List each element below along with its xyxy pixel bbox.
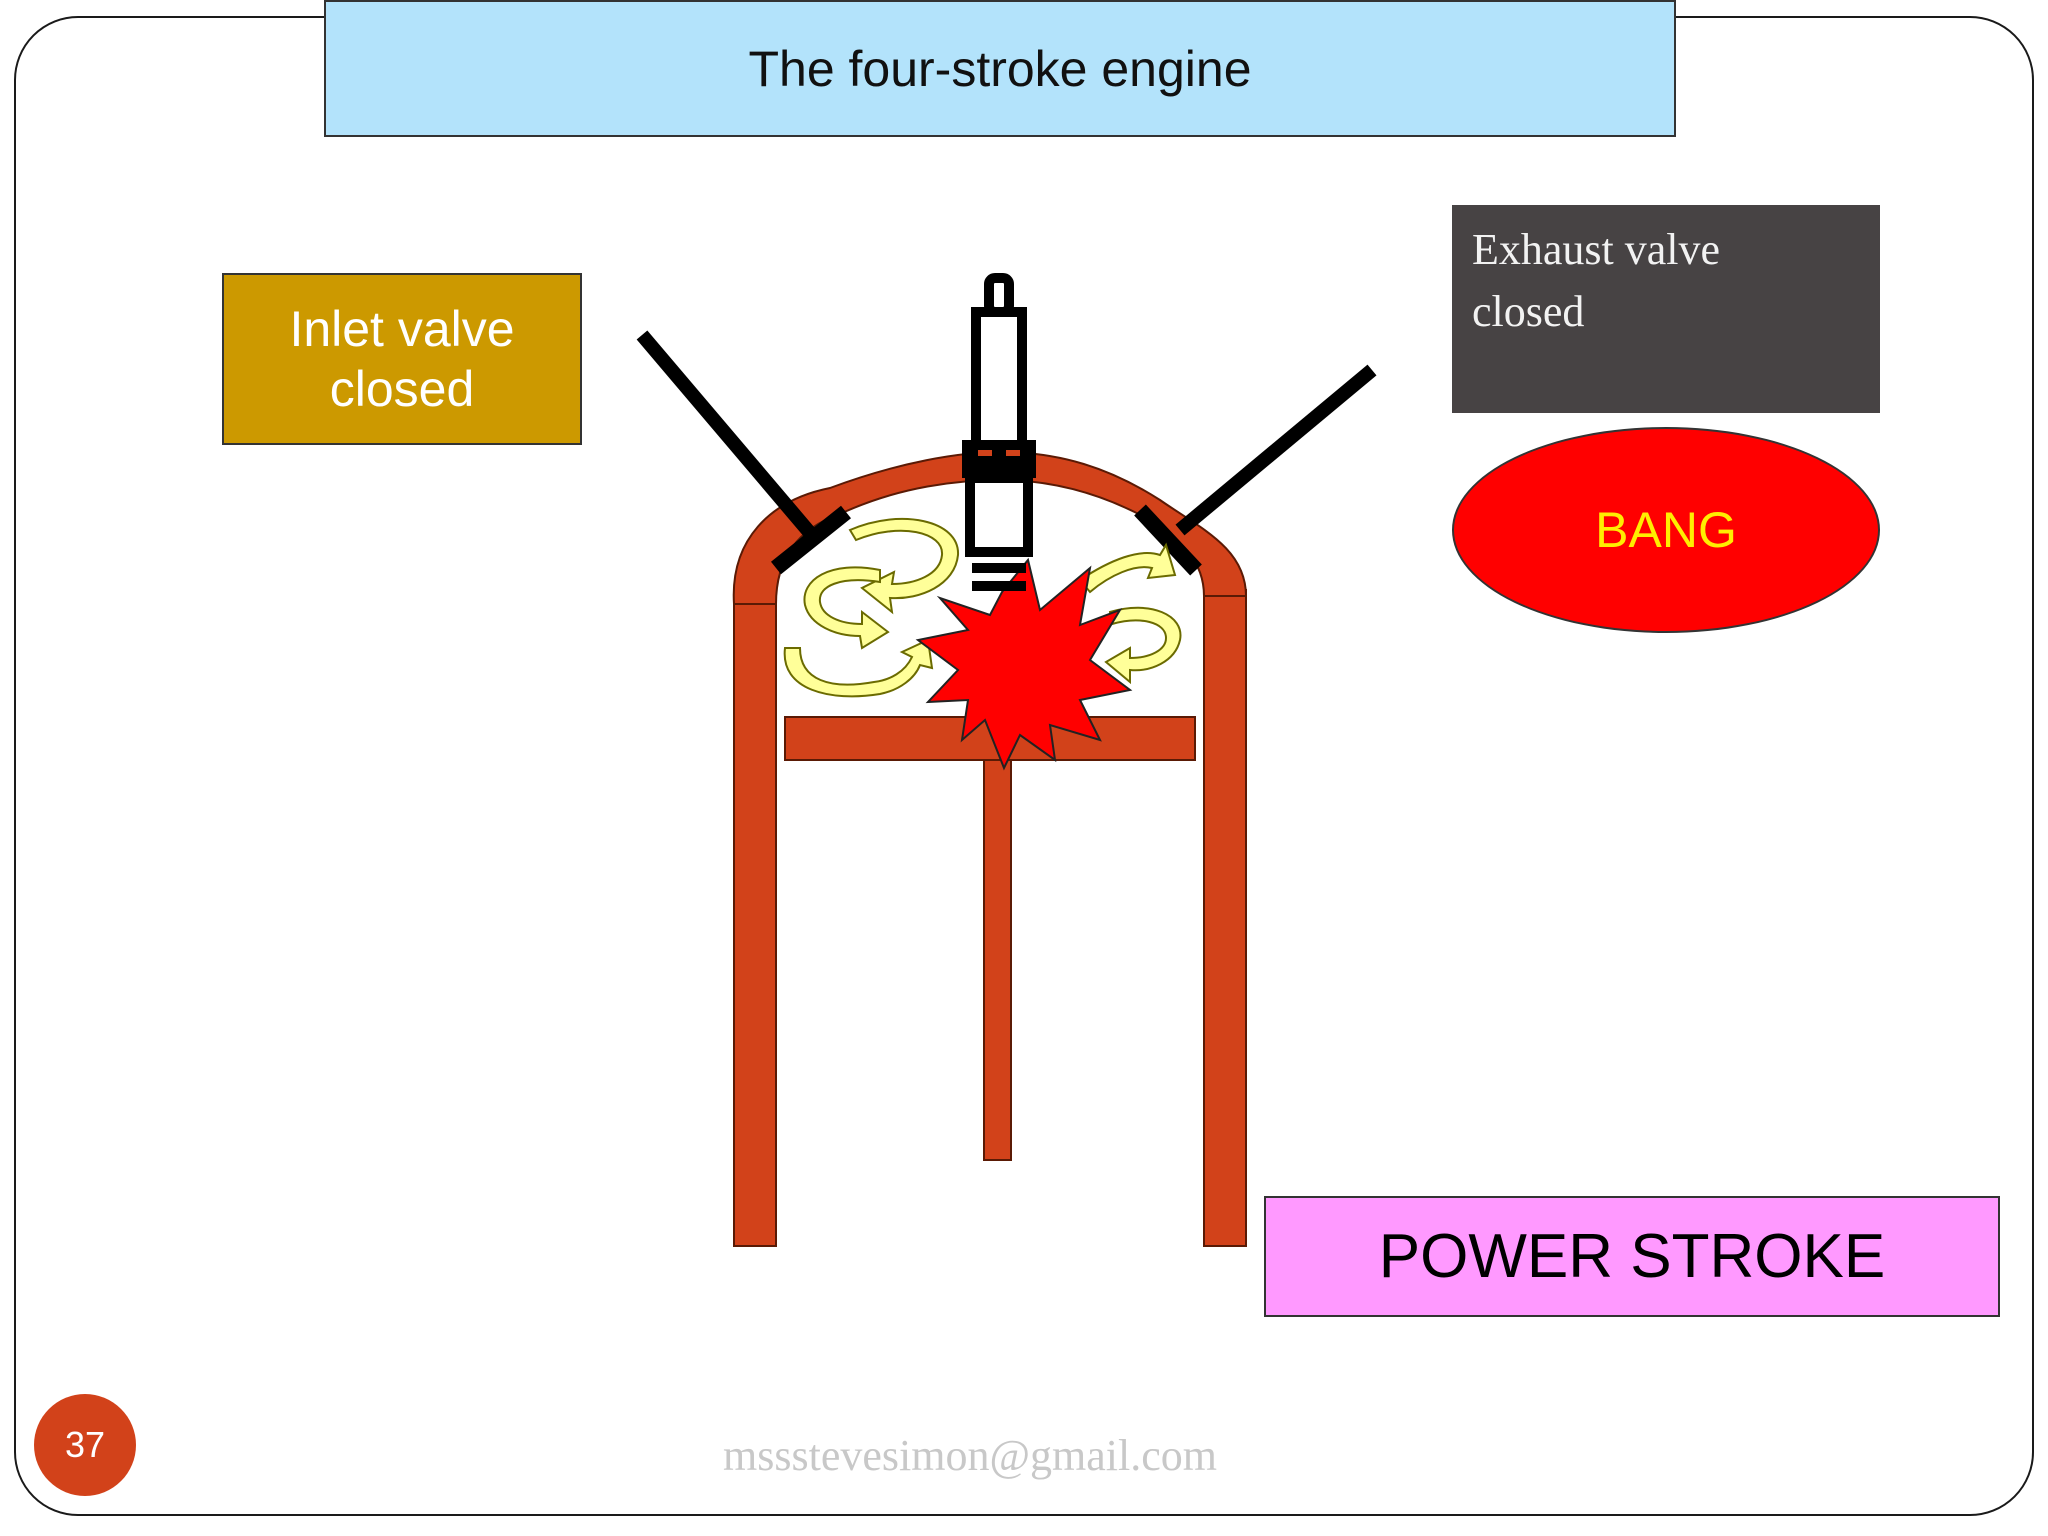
inlet-valve [636, 330, 851, 575]
inlet-valve-label: Inlet valve closed [222, 273, 582, 445]
slide-number-badge: 37 [34, 1394, 136, 1496]
exhaust-label-line1: Exhaust valve [1472, 225, 1721, 274]
exhaust-valve-label: Exhaust valve closed [1452, 205, 1880, 413]
bang-ellipse: BANG [1452, 427, 1880, 633]
power-stroke-label: POWER STROKE [1264, 1196, 2000, 1317]
piston-rod [983, 759, 1012, 1161]
slide-number-text: 37 [64, 1424, 106, 1465]
inlet-label-line2: closed [329, 361, 475, 417]
bang-text: BANG [1595, 502, 1737, 558]
footer-email: mssstevesimon@gmail.com [723, 1431, 1217, 1480]
exhaust-label-line2: closed [1472, 287, 1585, 336]
slide-title: The four-stroke engine [324, 0, 1676, 137]
inlet-label-line1: Inlet valve [289, 301, 515, 357]
cylinder-left-wall [733, 597, 777, 1247]
spark-plug-icon [962, 273, 1036, 591]
exhaust-valve [1134, 364, 1377, 576]
gas-swirl-arrows [783, 518, 1182, 698]
power-stroke-text: POWER STROKE [1378, 1222, 1886, 1291]
cylinder-right-wall [1203, 589, 1247, 1247]
explosion-icon [915, 557, 1133, 771]
slide-title-text: The four-stroke engine [748, 40, 1252, 97]
cylinder-head [732, 450, 1248, 605]
